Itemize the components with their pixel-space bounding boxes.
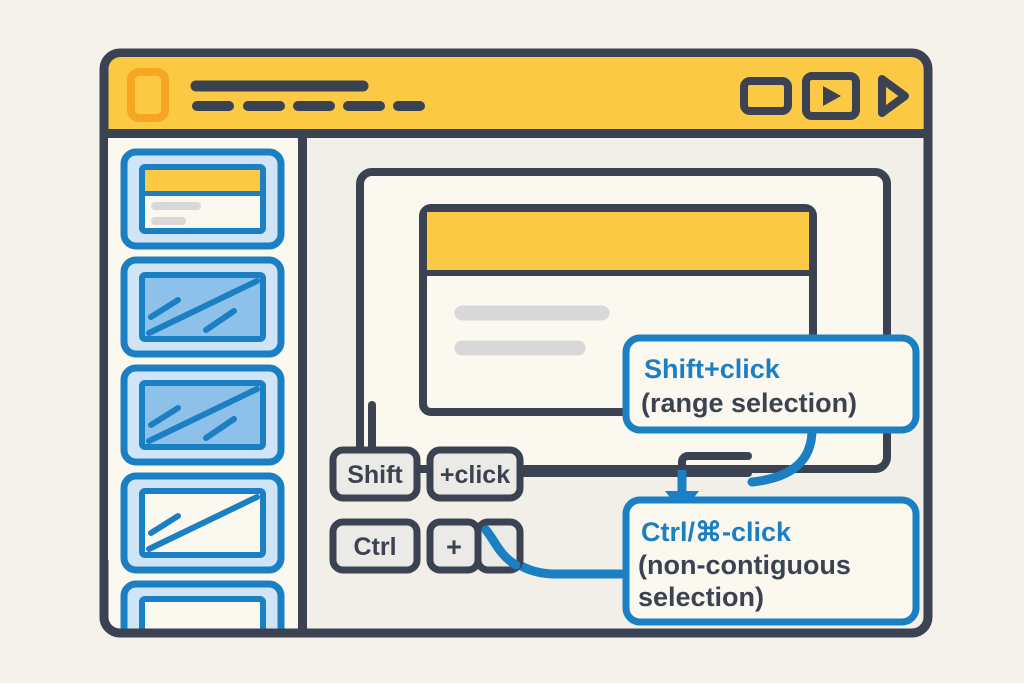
ctrl-click-callout[interactable] [622,496,920,626]
thumbnail-1-title-band [145,170,260,191]
slide-thumbnail-1[interactable] [120,148,285,250]
connector-elbow-to-ctrl [678,452,752,494]
shift-key-label: Shift [347,461,403,489]
sidebar-bottom-mask [100,629,310,683]
thumbnail-3-slash-main [146,386,260,444]
shift-key[interactable] [329,446,421,502]
thumbnail-2-slash-small-2 [203,308,237,333]
thumbnail-4-slash-main [146,494,260,552]
ctrl-key[interactable] [329,518,421,574]
shift-click-callout[interactable] [622,334,920,434]
header-bar [108,57,923,133]
window-bottom-left-edge [99,560,320,638]
slide-thumbnail-3[interactable] [120,364,285,466]
slide-thumbnail-4[interactable] [120,472,285,574]
thumbnail-2-slash-main [146,278,260,336]
plus-click-key-label: +click [440,461,510,489]
thumbnail-3-slash-small-1 [148,405,181,428]
plus-key-label: + [446,532,462,562]
thumbnail-2-slash-small-1 [148,297,181,320]
ctrl-click-callout-subtitle-line1: (non-contiguous [638,550,851,580]
rectangle-icon[interactable] [740,77,792,115]
plus-click-key[interactable] [426,446,524,502]
ctrl-click-callout-title: Ctrl/⌘-click [641,517,792,547]
play-triangle-icon[interactable] [878,75,909,117]
ctrl-click-callout-subtitle-line2: selection) [638,582,764,612]
ctrl-key-label: Ctrl [353,533,396,561]
canvas-slide-title-band [427,212,809,272]
app-logo-icon[interactable] [127,68,169,122]
blue-curve-shift-callout [747,425,817,487]
video-frame-play-icon[interactable] [802,72,860,120]
blue-curve-inside-mouse-key [481,525,521,570]
shift-click-callout-subtitle: (range selection) [641,388,857,418]
shift-click-callout-title: Shift+click [644,354,781,384]
thumbnail-3-slash-small-2 [203,416,237,441]
slide-thumbnail-2[interactable] [120,256,285,358]
thumbnail-4-slash-small-1 [148,513,181,536]
